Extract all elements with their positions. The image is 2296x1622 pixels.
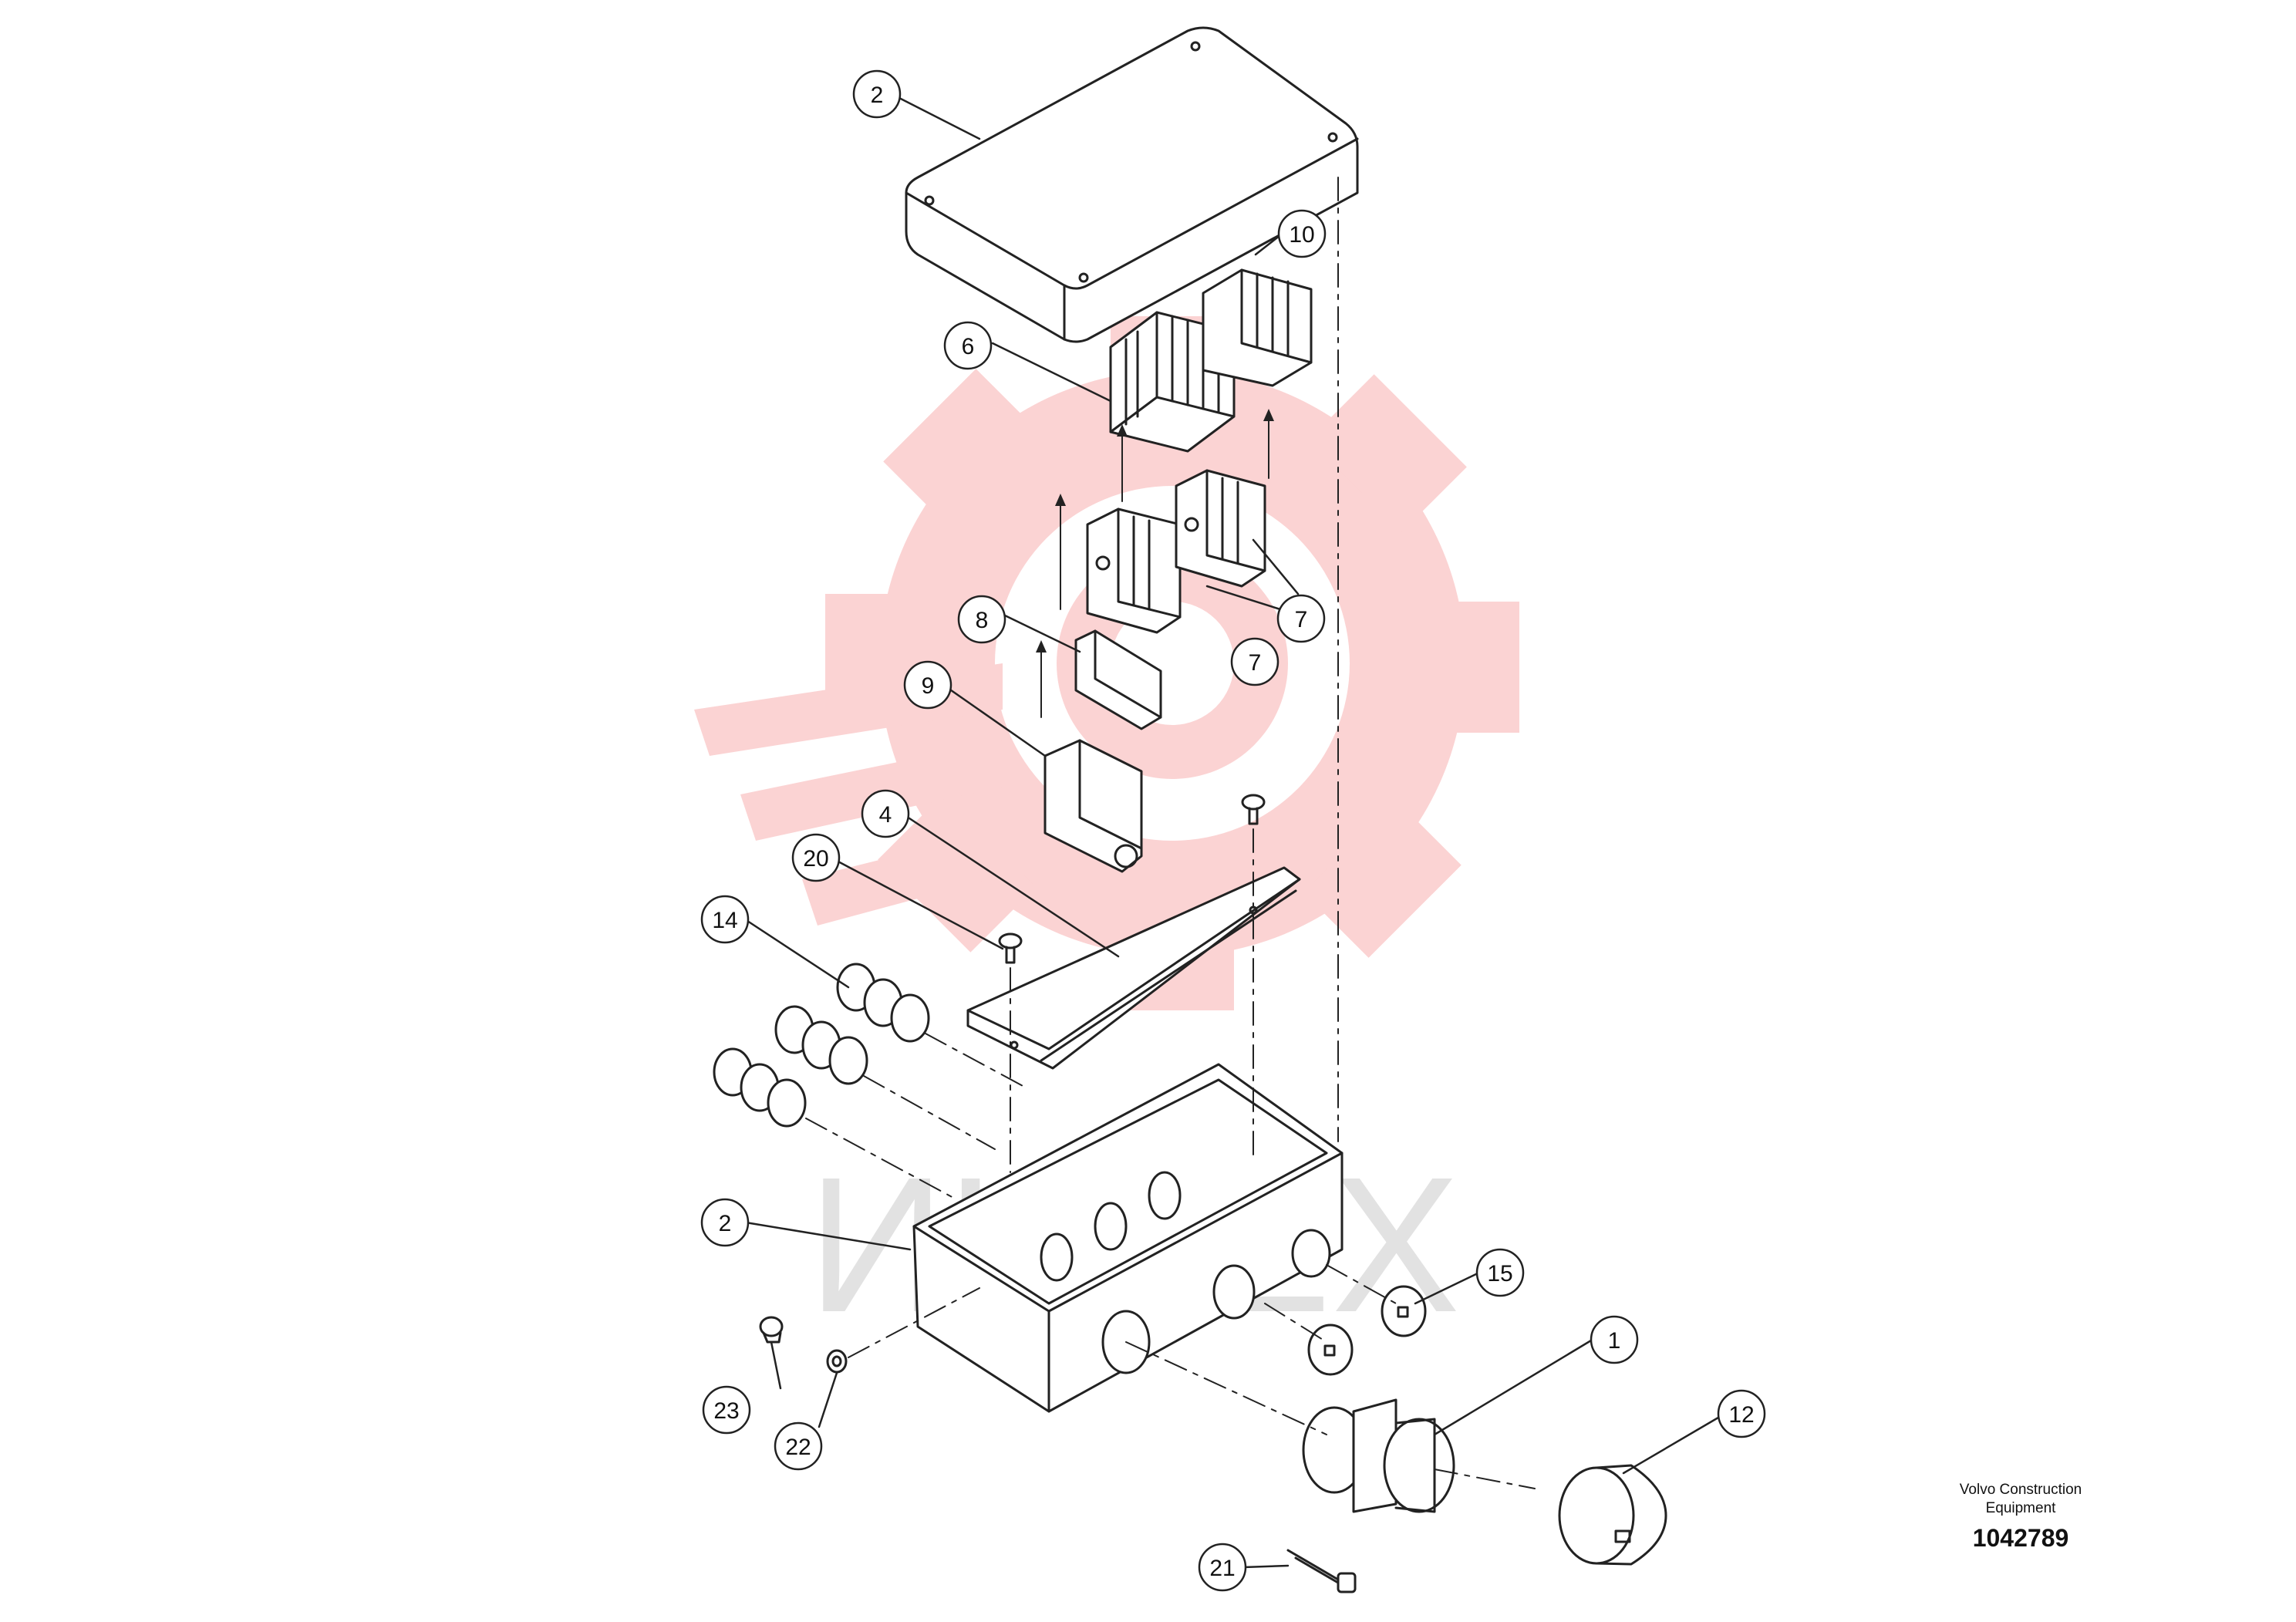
svg-text:12: 12 <box>1728 1402 1754 1428</box>
svg-text:9: 9 <box>922 673 935 699</box>
callout-7-lower: 7 <box>1230 637 1279 686</box>
svg-text:2: 2 <box>871 83 884 108</box>
callout-9: 9 <box>903 660 952 710</box>
callout-20: 20 <box>791 833 841 882</box>
svg-text:4: 4 <box>879 802 892 828</box>
callout-15: 15 <box>1475 1248 1525 1297</box>
callout-circles: 2 10 6 8 7 7 9 4 <box>700 69 1766 1592</box>
callout-21: 21 <box>1198 1543 1247 1592</box>
callout-7-upper: 7 <box>1276 594 1326 643</box>
drawing-number: 1042789 <box>1972 1524 2069 1552</box>
svg-text:15: 15 <box>1487 1261 1512 1286</box>
svg-text:6: 6 <box>962 334 975 359</box>
protective-cap <box>1558 1464 1667 1566</box>
blanking-plug-2 <box>1381 1285 1427 1337</box>
cable-gland-1 <box>836 963 930 1043</box>
svg-text:7: 7 <box>1295 607 1308 632</box>
svg-text:14: 14 <box>712 908 737 933</box>
enclosure-box <box>912 1063 1344 1413</box>
callout-10: 10 <box>1277 209 1327 258</box>
svg-text:1: 1 <box>1608 1328 1621 1354</box>
callout-1: 1 <box>1590 1315 1639 1364</box>
credit-company-line2: Equipment <box>1985 1500 2056 1516</box>
connector-socket <box>1302 1398 1455 1513</box>
assembly-arrows <box>1040 416 1269 718</box>
credit-block: Volvo Construction Equipment 1042789 <box>1944 1481 2098 1553</box>
blanking-plug-1 <box>1307 1324 1354 1376</box>
svg-text:22: 22 <box>785 1435 811 1460</box>
screw-20 <box>998 932 1023 964</box>
terminal-block-right <box>1175 469 1266 588</box>
callout-2-bottom: 2 <box>700 1198 750 1247</box>
svg-text:10: 10 <box>1289 222 1314 248</box>
end-bracket <box>1043 739 1143 873</box>
washer-22 <box>826 1349 848 1374</box>
svg-text:21: 21 <box>1209 1556 1235 1581</box>
cable-gland-3 <box>713 1047 807 1128</box>
callout-14: 14 <box>700 895 750 944</box>
svg-text:20: 20 <box>803 846 828 872</box>
callout-6: 6 <box>943 321 993 370</box>
screw-21 <box>1286 1549 1357 1593</box>
svg-text:2: 2 <box>719 1211 732 1236</box>
nut-23 <box>759 1316 784 1344</box>
terminal-block-assembly <box>1109 268 1313 453</box>
svg-text:7: 7 <box>1249 650 1262 676</box>
svg-text:23: 23 <box>713 1398 739 1424</box>
callout-23: 23 <box>702 1385 751 1435</box>
svg-text:8: 8 <box>976 608 989 633</box>
cable-gland-2 <box>774 1005 868 1085</box>
callout-12: 12 <box>1717 1389 1766 1438</box>
assembly-guide-lines <box>805 177 1536 1489</box>
gear-watermark-icon <box>694 316 1519 1010</box>
callout-22: 22 <box>774 1421 823 1471</box>
callout-4: 4 <box>861 789 910 838</box>
callout-leaders <box>743 95 1724 1569</box>
callout-2-top: 2 <box>852 69 902 119</box>
cover-lid <box>905 26 1359 343</box>
terminal-block-left <box>1086 508 1182 634</box>
end-plate <box>1074 629 1162 730</box>
arrow-heads <box>1036 409 1274 653</box>
screw-top-right <box>1241 794 1266 825</box>
credit-company-line1: Volvo Construction <box>1959 1482 2082 1498</box>
callout-8: 8 <box>957 595 1006 644</box>
